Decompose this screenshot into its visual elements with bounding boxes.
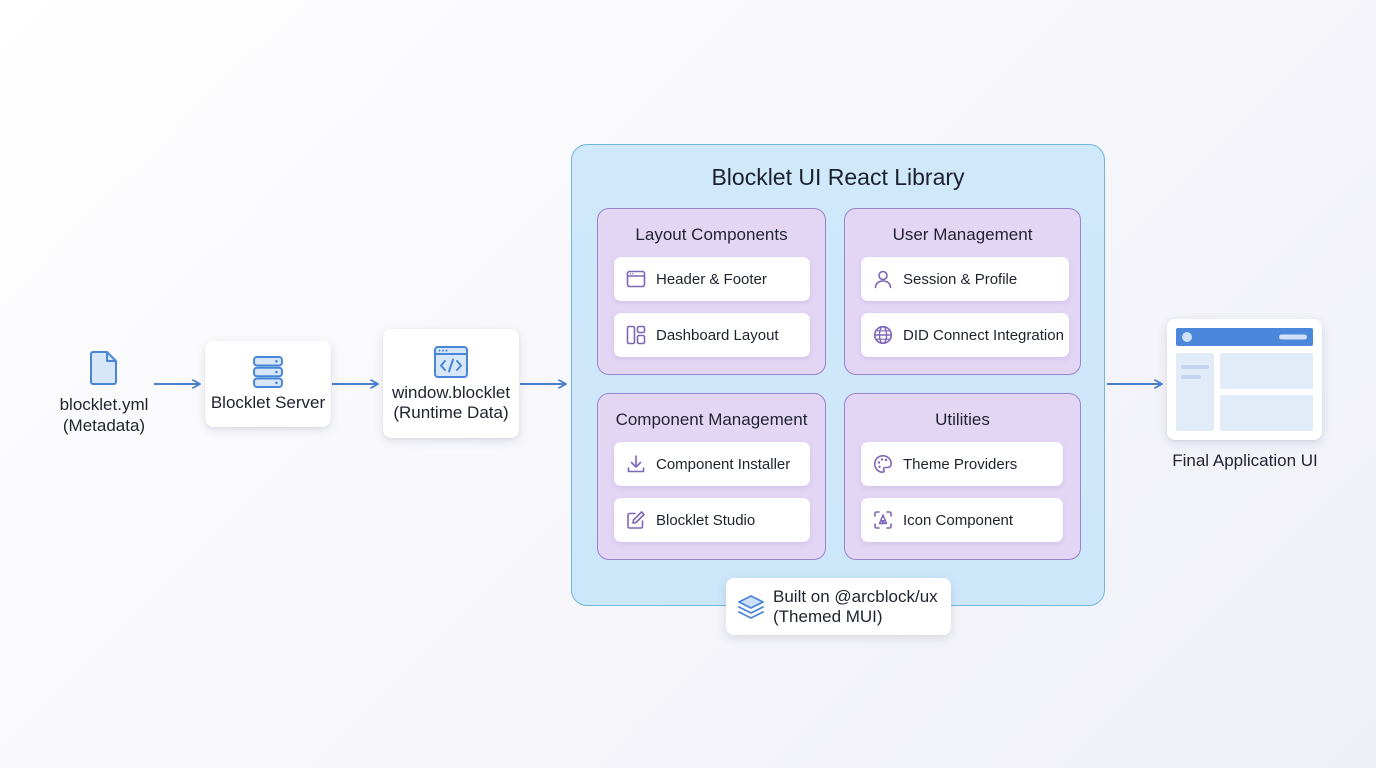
edit-icon [627, 511, 645, 529]
item-blocklet-studio: Blocklet Studio [614, 498, 810, 542]
source-node: blocklet.yml (Metadata) [40, 350, 168, 436]
item-component-installer: Component Installer [614, 442, 810, 486]
library-title: Blocklet UI React Library [711, 164, 965, 190]
runtime-label: window.blocklet (Runtime Data) [391, 383, 511, 422]
item-label: Dashboard Layout [656, 326, 779, 344]
library-container: Blocklet UI React Library Layout Compone… [571, 144, 1105, 606]
download-icon [627, 455, 645, 473]
item-did-connect: DID Connect Integration [861, 313, 1069, 357]
group-layout-components: Layout Components Header & Footer Dashbo… [597, 208, 826, 375]
item-icon-component: Icon Component [861, 498, 1063, 542]
item-label: Blocklet Studio [656, 511, 756, 529]
item-label: Component Installer [656, 455, 791, 473]
palette-icon [873, 454, 893, 474]
globe-icon [873, 325, 893, 345]
server-label: Blocklet Server [210, 393, 326, 412]
group-title: Layout Components [635, 225, 788, 244]
group-utilities: Utilities Theme Providers Icon Component [844, 393, 1081, 560]
file-icon [90, 351, 117, 385]
runtime-node: window.blocklet (Runtime Data) [383, 329, 519, 438]
code-window-icon [434, 346, 468, 378]
app-mockup-icon [1176, 328, 1313, 431]
item-session-profile: Session & Profile [861, 257, 1069, 301]
item-theme-providers: Theme Providers [861, 442, 1063, 486]
base-badge: Built on @arcblock/ux (Themed MUI) [726, 578, 951, 635]
server-icon [253, 356, 283, 388]
item-dashboard-layout: Dashboard Layout [614, 313, 810, 357]
output-label: Final Application UI [1172, 451, 1318, 470]
item-label: DID Connect Integration [903, 326, 1064, 344]
base-badge-label: Built on @arcblock/ux (Themed MUI) [773, 586, 938, 626]
item-header-footer: Header & Footer [614, 257, 810, 301]
item-label: Icon Component [903, 511, 1014, 529]
server-node: Blocklet Server [205, 341, 331, 427]
browser-window-icon [626, 270, 646, 288]
icon-frame-icon [874, 511, 892, 529]
item-label: Session & Profile [903, 270, 1018, 288]
group-user-management: User Management Session & Profile DID Co… [844, 208, 1081, 375]
group-title: Utilities [935, 410, 990, 429]
group-component-management: Component Management Component Installer… [597, 393, 826, 560]
source-label: blocklet.yml (Metadata) [59, 395, 149, 435]
group-title: Component Management [615, 410, 808, 429]
user-icon [874, 270, 892, 289]
group-title: User Management [892, 225, 1033, 244]
dashboard-layout-icon [626, 325, 646, 345]
output-node [1167, 319, 1322, 440]
item-label: Header & Footer [656, 270, 767, 288]
layers-icon [738, 594, 764, 619]
item-label: Theme Providers [903, 455, 1018, 473]
